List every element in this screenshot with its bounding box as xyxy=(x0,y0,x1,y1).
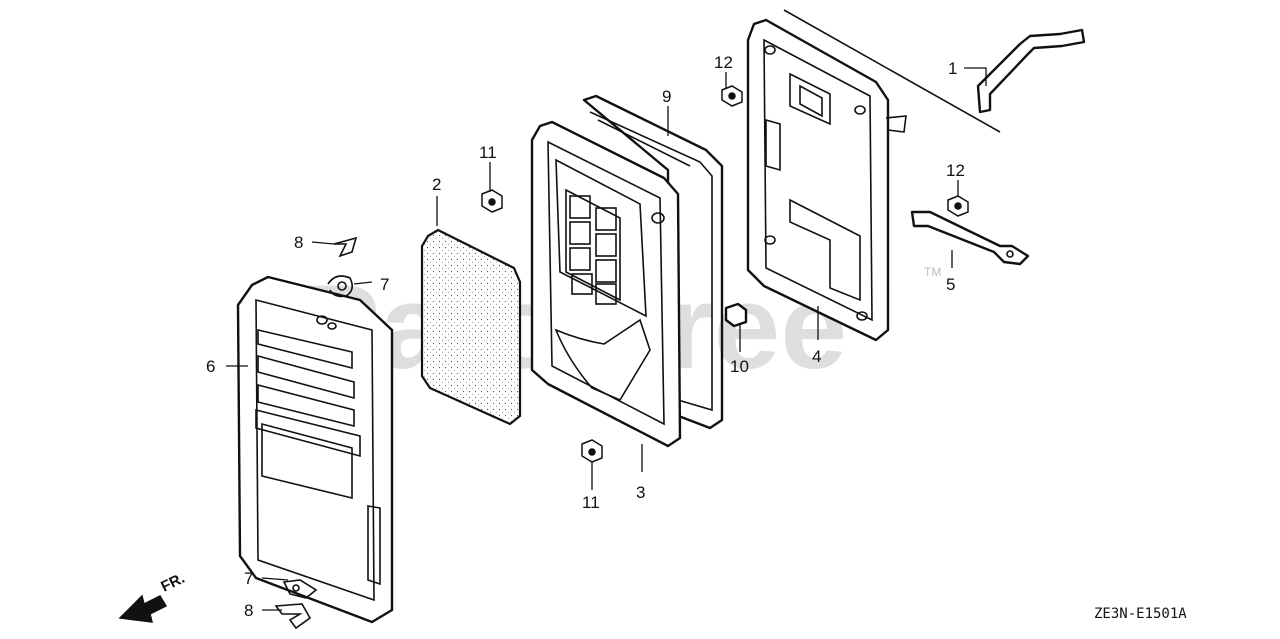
part-11-nut-upper xyxy=(481,189,503,213)
front-direction-label: FR. xyxy=(158,570,187,596)
callout-12-right: 12 xyxy=(946,161,965,180)
drawing-code: ZE3N-E1501A xyxy=(1094,606,1187,622)
callout-12-upper: 12 xyxy=(714,53,733,72)
part-8-clip-upper xyxy=(333,236,358,258)
leader-7-upper xyxy=(353,281,373,285)
callout-7-upper: 7 xyxy=(380,275,389,294)
part-6-cover xyxy=(236,275,394,624)
part-8-clip-lower xyxy=(274,603,312,630)
part-5-stay-bracket xyxy=(910,210,1030,266)
callout-2: 2 xyxy=(432,175,441,194)
leader-1 xyxy=(964,67,987,86)
callout-1: 1 xyxy=(948,59,957,78)
leader-7-lower xyxy=(261,577,289,581)
watermark-trademark: TM xyxy=(924,265,941,279)
part-11-nut-lower xyxy=(581,439,603,463)
part-1-breather-tube xyxy=(976,28,1086,114)
part-7-clip-upper xyxy=(327,275,354,298)
callout-9: 9 xyxy=(662,87,671,106)
callout-3: 3 xyxy=(636,483,645,502)
front-direction-arrow-icon xyxy=(118,594,168,623)
callout-10: 10 xyxy=(730,357,749,376)
callout-8-lower: 8 xyxy=(244,601,253,620)
callout-7-lower: 7 xyxy=(244,569,253,588)
callout-4: 4 xyxy=(812,347,821,366)
callout-8-upper: 8 xyxy=(294,233,303,252)
callout-11-upper: 11 xyxy=(479,143,497,162)
part-12-nut-right xyxy=(947,195,969,217)
part-2-foam-element xyxy=(420,228,522,426)
part-7-clip-lower xyxy=(282,579,318,599)
part-3-element-case xyxy=(530,120,682,448)
part-10-collar xyxy=(724,302,748,328)
part-12-nut-upper xyxy=(721,85,743,107)
part-4-base-plate xyxy=(746,9,1001,342)
callout-6: 6 xyxy=(206,357,215,376)
leader-8-upper xyxy=(311,241,335,245)
callout-11-lower: 11 xyxy=(582,493,600,512)
callout-5: 5 xyxy=(946,275,955,294)
